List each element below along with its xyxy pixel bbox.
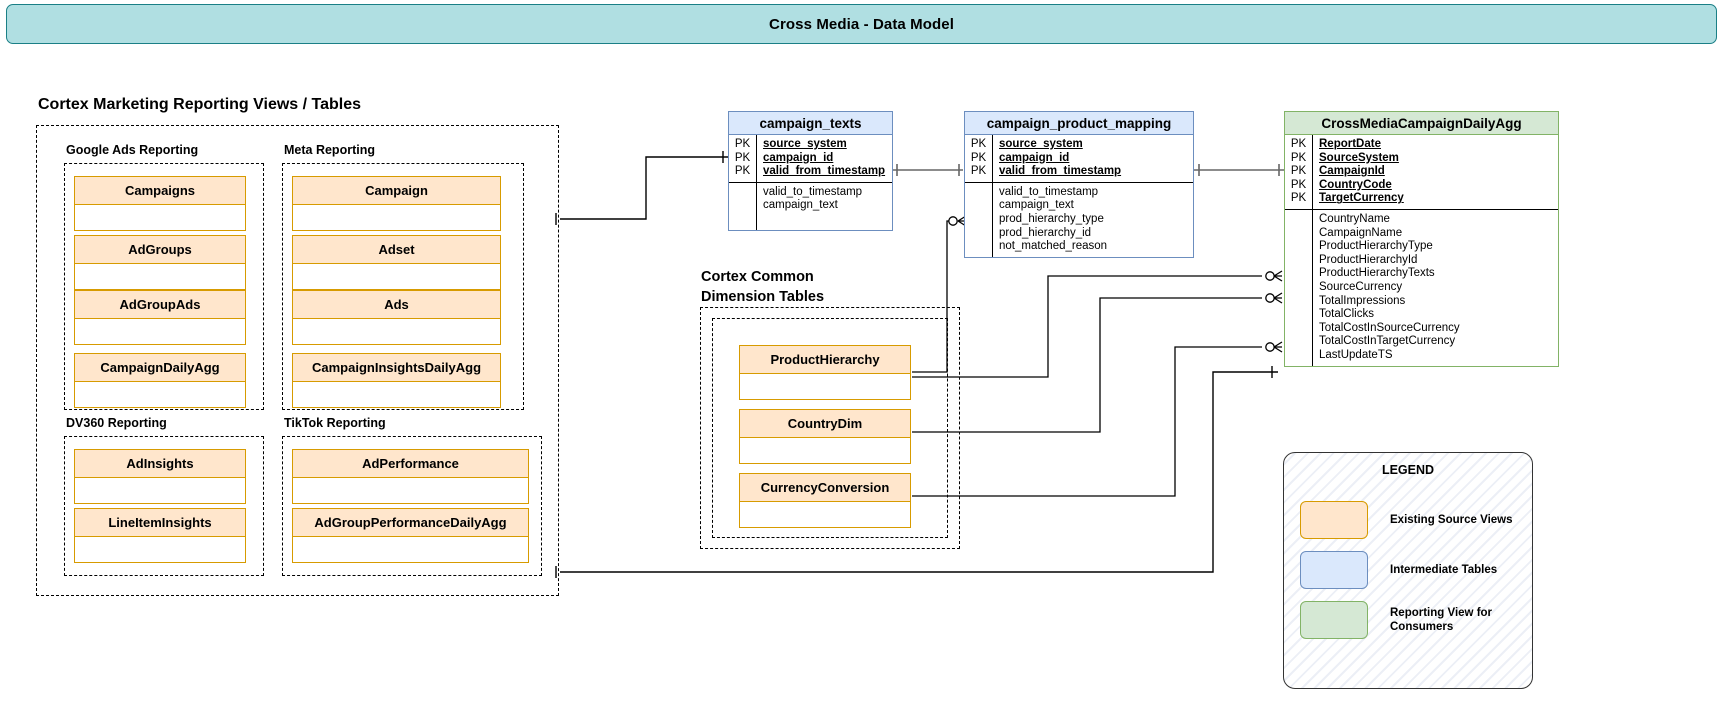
common-dimensions-title-line2: Dimension Tables	[701, 289, 825, 305]
group-box-google-ads	[64, 163, 264, 410]
entity-body	[75, 537, 245, 562]
group-box-meta	[282, 163, 524, 410]
entity-body	[293, 319, 500, 344]
entity-title: CampaignInsightsDailyAgg	[293, 354, 500, 382]
reporting-views-section-title: Cortex Marketing Reporting Views / Table…	[38, 96, 362, 113]
entity-title: CountryDim	[740, 410, 910, 438]
legend-swatch-source	[1300, 501, 1368, 539]
legend-item-existing-source-views: Existing Source Views	[1300, 501, 1513, 539]
entity-title: AdGroupAds	[75, 291, 245, 319]
diagram-title-bar: Cross Media - Data Model	[6, 4, 1717, 44]
legend-box: LEGEND Existing Source Views Intermediat…	[1283, 452, 1533, 689]
entity-title: CampaignDailyAgg	[75, 354, 245, 382]
table-key-spacer	[729, 182, 757, 230]
group-title-tiktok: TikTok Reporting	[284, 416, 386, 430]
entity-ads[interactable]: Ads	[292, 290, 501, 345]
entity-adperformance[interactable]: AdPerformance	[292, 449, 529, 504]
entity-title: Campaign	[293, 177, 500, 205]
legend-item-intermediate-tables: Intermediate Tables	[1300, 551, 1497, 589]
group-title-google-ads: Google Ads Reporting	[66, 143, 199, 157]
legend-swatch-intermediate	[1300, 551, 1368, 589]
table-cross-media-campaign-daily-agg[interactable]: CrossMediaCampaignDailyAgg PK PK PK PK P…	[1284, 111, 1559, 367]
entity-title: AdInsights	[75, 450, 245, 478]
entity-title: LineItemInsights	[75, 509, 245, 537]
entity-body	[75, 205, 245, 230]
legend-label: Reporting View for Consumers	[1390, 607, 1493, 633]
entity-body	[75, 478, 245, 503]
group-title-meta: Meta Reporting	[284, 143, 375, 157]
table-key-column: PK PK PK	[965, 135, 993, 182]
table-pk-columns: source_system campaign_id valid_from_tim…	[999, 138, 1122, 178]
legend-item-reporting-view: Reporting View for Consumers	[1300, 601, 1492, 639]
legend-label: Intermediate Tables	[1390, 564, 1498, 576]
reporting-views-outer-box	[36, 125, 559, 596]
table-key-spacer	[965, 182, 993, 257]
entity-countrydim[interactable]: CountryDim	[739, 409, 911, 464]
entity-title: Adset	[293, 236, 500, 264]
entity-body	[293, 382, 500, 407]
group-box-tiktok	[282, 436, 542, 576]
entity-adgroupperformancedailyagg[interactable]: AdGroupPerformanceDailyAgg	[292, 508, 529, 563]
common-dimensions-outer-box	[700, 307, 960, 549]
entity-campaigns[interactable]: Campaigns	[74, 176, 246, 231]
entity-body	[740, 502, 910, 527]
table-key-column: PK PK PK PK PK	[1285, 135, 1313, 209]
legend-title: LEGEND	[1381, 463, 1435, 477]
entity-adgroups[interactable]: AdGroups	[74, 235, 246, 290]
entity-currencyconversion[interactable]: CurrencyConversion	[739, 473, 911, 528]
group-box-dv360	[64, 436, 264, 576]
entity-body	[75, 382, 245, 407]
entity-campaigndailyagg[interactable]: CampaignDailyAgg	[74, 353, 246, 408]
entity-body	[293, 205, 500, 230]
entity-adgroupads[interactable]: AdGroupAds	[74, 290, 246, 345]
entity-title: AdGroups	[75, 236, 245, 264]
page-title: Cross Media - Data Model	[769, 15, 954, 33]
entity-adset[interactable]: Adset	[292, 235, 501, 290]
legend-label: Existing Source Views	[1390, 514, 1513, 526]
entity-adinsights[interactable]: AdInsights	[74, 449, 246, 504]
table-campaign-product-mapping[interactable]: campaign_product_mapping PK PK PK source…	[964, 111, 1194, 258]
table-title: campaign_product_mapping	[965, 112, 1193, 135]
table-campaign-texts[interactable]: campaign_texts PK PK PK source_system ca…	[728, 111, 893, 231]
table-pk-columns: source_system campaign_id valid_from_tim…	[763, 138, 886, 178]
entity-body	[740, 438, 910, 463]
table-attribute-columns: CountryName CampaignName ProductHierarch…	[1319, 212, 1460, 361]
entity-title: CurrencyConversion	[740, 474, 910, 502]
common-dimensions-title-line1: Cortex Common	[701, 269, 814, 285]
entity-body	[75, 264, 245, 289]
entity-title: Ads	[293, 291, 500, 319]
entity-body	[293, 537, 528, 562]
entity-title: Campaigns	[75, 177, 245, 205]
entity-title: AdPerformance	[293, 450, 528, 478]
entity-body	[740, 374, 910, 399]
table-key-column: PK PK PK	[729, 135, 757, 182]
entity-title: AdGroupPerformanceDailyAgg	[293, 509, 528, 537]
entity-campaigninsightsdailyagg[interactable]: CampaignInsightsDailyAgg	[292, 353, 501, 408]
entity-campaign[interactable]: Campaign	[292, 176, 501, 231]
table-title: campaign_texts	[729, 112, 892, 135]
table-key-spacer	[1285, 209, 1313, 366]
entity-body	[293, 478, 528, 503]
table-title: CrossMediaCampaignDailyAgg	[1285, 112, 1558, 135]
group-title-dv360: DV360 Reporting	[66, 416, 167, 430]
common-dimensions-inner-box	[712, 318, 948, 538]
table-attribute-columns: valid_to_timestamp campaign_text prod_hi…	[999, 185, 1108, 253]
entity-body	[75, 319, 245, 344]
table-attribute-columns: valid_to_timestamp campaign_text	[763, 185, 863, 212]
legend-swatch-reporting	[1300, 601, 1368, 639]
entity-body	[293, 264, 500, 289]
entity-lineiteminsights[interactable]: LineItemInsights	[74, 508, 246, 563]
entity-title: ProductHierarchy	[740, 346, 910, 374]
entity-producthierarchy[interactable]: ProductHierarchy	[739, 345, 911, 400]
table-pk-columns: ReportDate SourceSystem CampaignId Count…	[1319, 138, 1404, 205]
